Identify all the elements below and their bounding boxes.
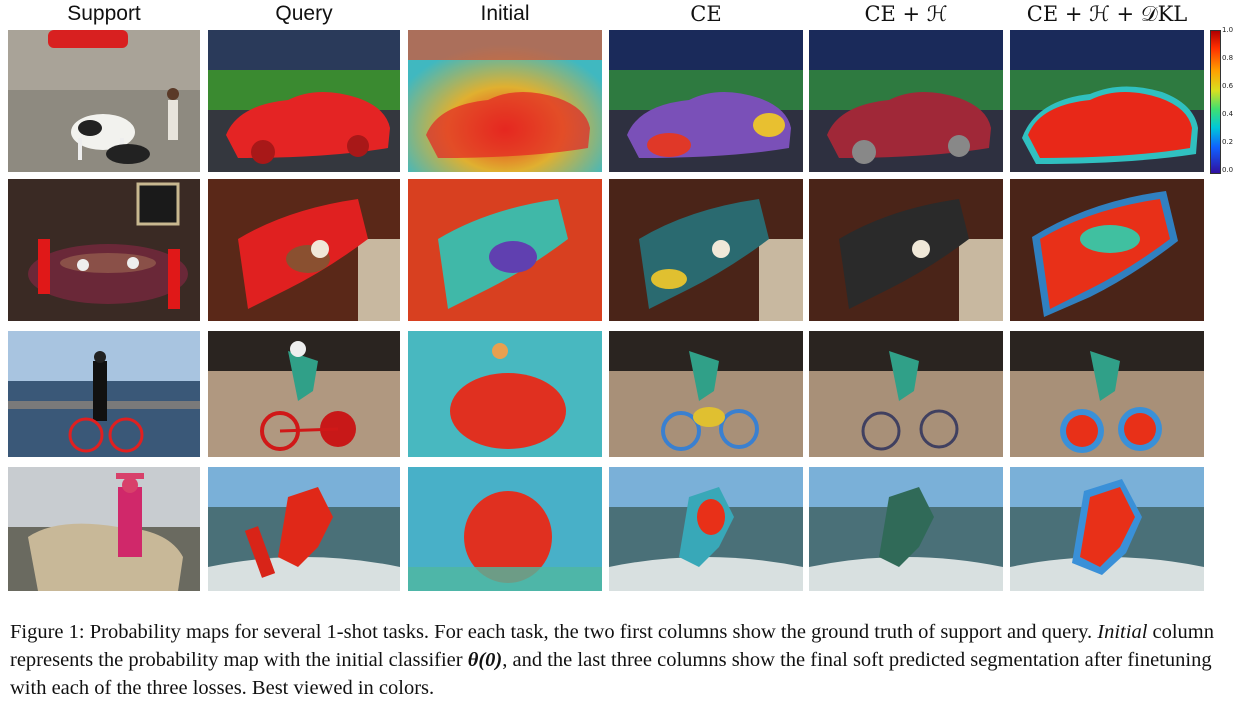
colorbar-tick-0-0: 0.0 (1222, 166, 1234, 174)
ce-heatmap-car (609, 30, 803, 172)
support-image-cowgirl-horse (8, 467, 200, 591)
caption-initial-word: Initial (1097, 621, 1148, 643)
ce-h-heatmap-dog-chair (809, 179, 1003, 321)
ce-heatmap-cyclist (609, 331, 803, 457)
colorbar-tick-1-0: 1.0 (1222, 26, 1234, 34)
ce-h-heatmap-kitesurfer (809, 467, 1003, 591)
colorbar-tick-0-8: 0.8 (1222, 54, 1234, 62)
support-image-dining-table (8, 179, 200, 321)
header-ce: CE (690, 2, 722, 26)
caption-suffix: , and the last three columns show the fi… (10, 649, 1212, 699)
header-initial: Initial (480, 2, 530, 25)
support-image-man-bicycle-pier (8, 331, 200, 457)
ce-h-dkl-heatmap-dog-chair (1010, 179, 1204, 321)
ce-heatmap-dog-chair (609, 179, 803, 321)
initial-heatmap-kitesurfer (408, 467, 602, 591)
ce-h-dkl-heatmap-kitesurfer (1010, 467, 1204, 591)
caption-middle: column represents the probability map wi… (10, 621, 1215, 671)
ce-h-dkl-heatmap-cyclist (1010, 331, 1204, 457)
probability-colorbar (1210, 30, 1221, 174)
colorbar-tick-0-4: 0.4 (1222, 110, 1234, 118)
ce-h-dkl-heatmap-car (1010, 30, 1204, 172)
header-support: Support (67, 2, 141, 25)
header-query: Query (275, 2, 333, 25)
initial-heatmap-cyclist (408, 331, 602, 457)
caption-theta: θ(0) (467, 649, 503, 671)
colorbar-tick-0-2: 0.2 (1222, 138, 1234, 146)
ce-heatmap-kitesurfer (609, 467, 803, 591)
caption-prefix: Figure 1: Probability maps for several 1… (10, 621, 1098, 643)
query-image-dog-chair-mask (208, 179, 400, 321)
ce-h-heatmap-car (809, 30, 1003, 172)
initial-heatmap-car (408, 30, 602, 172)
figure-caption: Figure 1: Probability maps for several 1… (10, 618, 1236, 702)
colorbar-tick-0-6: 0.6 (1222, 82, 1234, 90)
query-image-kitesurfer-mask (208, 467, 400, 591)
query-image-car-mask (208, 30, 400, 172)
initial-heatmap-dog-chair (408, 179, 602, 321)
header-ce-h: CE + ℋ (864, 2, 948, 26)
support-image-cow-street (8, 30, 200, 172)
header-ce-h-dkl: CE + ℋ + 𝒟KL (1026, 2, 1188, 26)
query-image-cyclist-mask (208, 331, 400, 457)
ce-h-heatmap-cyclist (809, 331, 1003, 457)
